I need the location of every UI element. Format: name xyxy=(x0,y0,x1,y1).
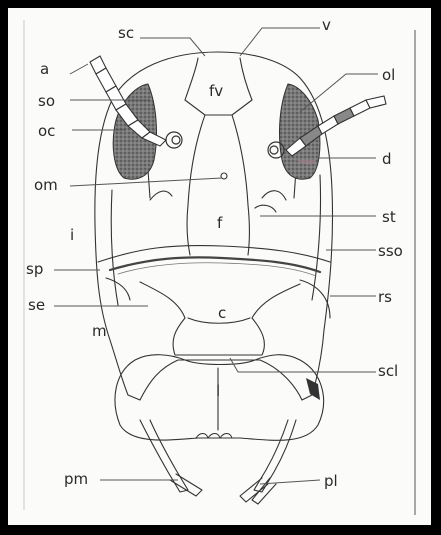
label-oc: oc xyxy=(38,122,55,140)
labial-palp-right xyxy=(254,420,296,492)
label-so: so xyxy=(38,92,55,110)
gena-line-left xyxy=(111,190,118,305)
mandible-tips xyxy=(196,434,232,439)
label-i: i xyxy=(70,226,74,244)
label-se: se xyxy=(28,296,45,314)
band-shading xyxy=(118,263,316,276)
label-v: v xyxy=(322,16,331,34)
label-st: st xyxy=(382,208,396,226)
sp-lobe xyxy=(106,278,130,300)
label-sp: sp xyxy=(26,260,43,278)
gena-line-right xyxy=(312,175,321,300)
antennal-socket-right-inner xyxy=(270,146,278,154)
label-c: c xyxy=(218,304,226,322)
frontal-ridge-left xyxy=(187,115,205,255)
rs-lobe xyxy=(300,280,330,318)
label-pm: pm xyxy=(64,470,88,488)
label-f: f xyxy=(217,214,223,232)
label-d: d xyxy=(382,150,392,168)
subantennal-curve-right xyxy=(262,191,286,200)
labial-palp-right-tip2 xyxy=(252,478,276,504)
epicranial-suture-right xyxy=(240,58,252,100)
postfrontal-band xyxy=(110,257,320,272)
ocular-line-left xyxy=(148,170,150,198)
label-fv: fv xyxy=(209,82,223,100)
label-m: m xyxy=(92,322,107,340)
label-scl: scl xyxy=(378,362,398,380)
epicranial-suture-left xyxy=(185,58,198,100)
label-sso: sso xyxy=(378,242,403,260)
subgenal-sulcus xyxy=(98,246,330,262)
label-ol: ol xyxy=(382,66,395,84)
label-l: l xyxy=(216,382,220,400)
subantennal-curve-left xyxy=(150,191,172,200)
maxillary-palp-left xyxy=(140,420,188,492)
label-rs: rs xyxy=(378,288,392,306)
label-a: a xyxy=(40,60,49,78)
label-sc: sc xyxy=(118,24,134,42)
st-curve xyxy=(255,205,276,212)
label-om: om xyxy=(34,176,58,194)
label-pl: pl xyxy=(324,472,338,490)
frontal-vertex-region xyxy=(185,100,252,115)
maxillary-palp-left-tip xyxy=(170,474,202,496)
frontal-ridge-right xyxy=(232,115,250,255)
antennal-socket-left-inner xyxy=(172,136,180,144)
